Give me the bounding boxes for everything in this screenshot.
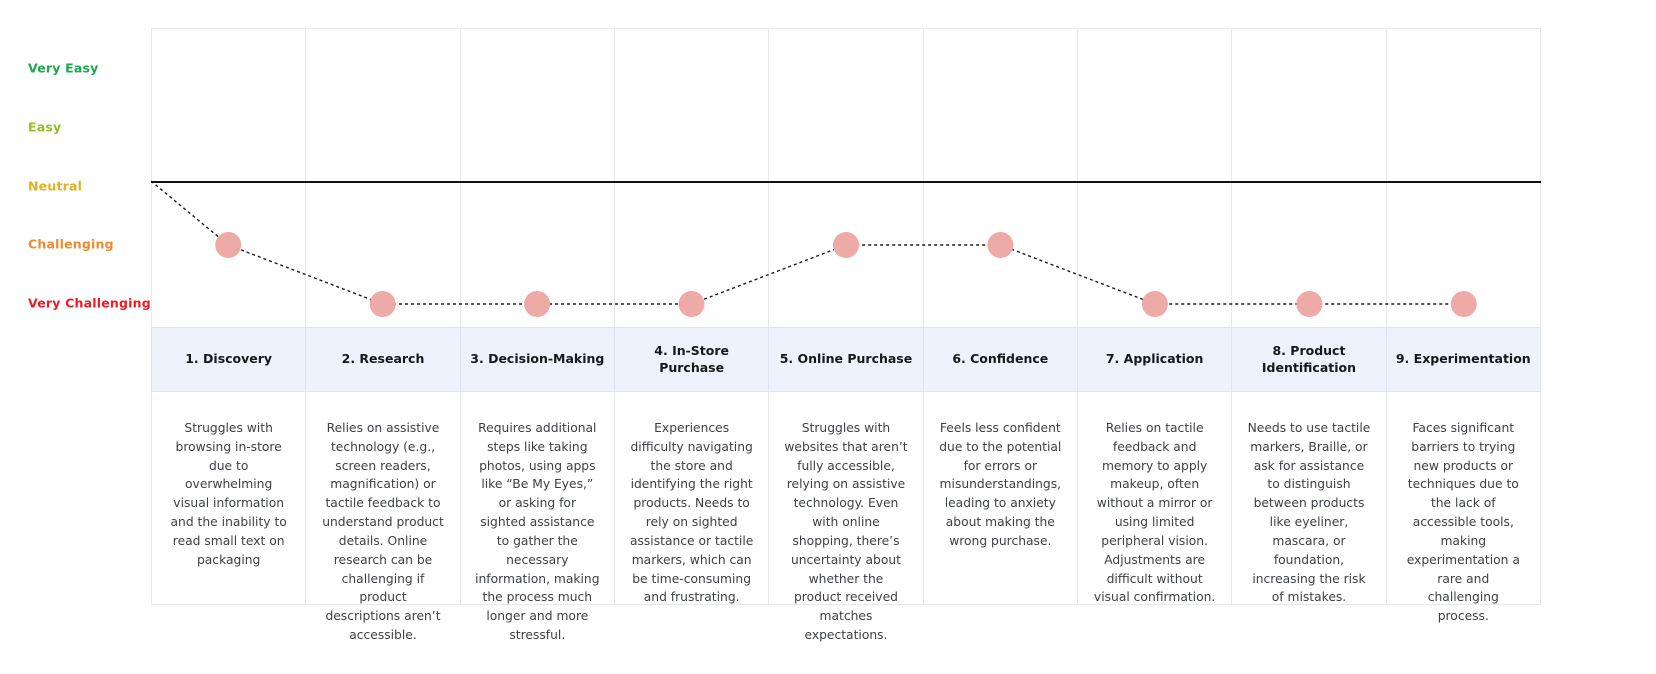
y-axis-label-0: Very Easy [28,60,99,76]
journey-line [150,180,1464,305]
chart-column-1 [151,29,307,327]
emotion-curve [150,180,1477,317]
stage-header-8: 8. Product Identification [1232,328,1387,391]
y-axis-label-3: Challenging [28,236,114,252]
stage-description-4: Experiences difficulty navigating the st… [614,392,770,605]
journey-dot-1[interactable] [215,232,242,258]
chart-column-8 [1232,29,1387,327]
stage-description-6: Feels less confident due to the potentia… [923,392,1078,605]
y-axis-label-4: Very Challenging [28,295,151,311]
stage-header-7: 7. Application [1078,328,1233,391]
journey-dot-group [215,232,1477,317]
chart-gridlines [151,29,1541,327]
y-axis-label-1: Easy [28,119,62,135]
journey-dot-2[interactable] [369,291,396,317]
chart-column-3 [461,29,615,327]
stage-description-row: Struggles with browsing in-store due to … [151,392,1541,642]
stage-header-1: 1. Discovery [151,328,307,391]
stage-header-4: 4. In-Store Purchase [615,328,770,391]
chart-column-7 [1078,29,1233,327]
chart-column-9 [1387,29,1541,327]
stage-description-3: Requires additional steps like taking ph… [460,392,615,642]
stage-header-2: 2. Research [306,328,461,391]
journey-dot-8[interactable] [1296,291,1323,317]
journey-dot-9[interactable] [1450,291,1477,317]
stage-description-9: Faces significant barriers to trying new… [1386,392,1541,623]
stage-header-6: 6. Confidence [924,328,1078,391]
stage-description-2: Relies on assistive technology (e.g., sc… [306,392,461,642]
chart-column-6 [924,29,1078,327]
stage-description-5: Struggles with websites that aren’t full… [769,392,924,642]
stage-description-7: Relies on tactile feedback and memory to… [1077,392,1233,605]
y-axis-label-2: Neutral [28,178,83,194]
chart-column-5 [769,29,924,327]
journey-dot-7[interactable] [1141,291,1168,317]
journey-dot-6[interactable] [987,232,1014,258]
journey-dot-4[interactable] [678,291,705,317]
chart-column-4 [615,29,770,327]
stage-header-3: 3. Decision-Making [461,328,615,391]
stage-description-1: Struggles with browsing in-store due to … [151,392,307,605]
journey-dot-5[interactable] [833,232,859,258]
journey-dot-3[interactable] [524,291,551,317]
stage-header-5: 5. Online Purchase [769,328,924,391]
neutral-baseline [151,181,1541,183]
emotion-chart-area [150,28,1541,327]
chart-column-2 [306,29,461,327]
stage-description-8: Needs to use tactile markers, Braille, o… [1232,392,1387,605]
stage-header-9: 9. Experimentation [1387,328,1541,391]
